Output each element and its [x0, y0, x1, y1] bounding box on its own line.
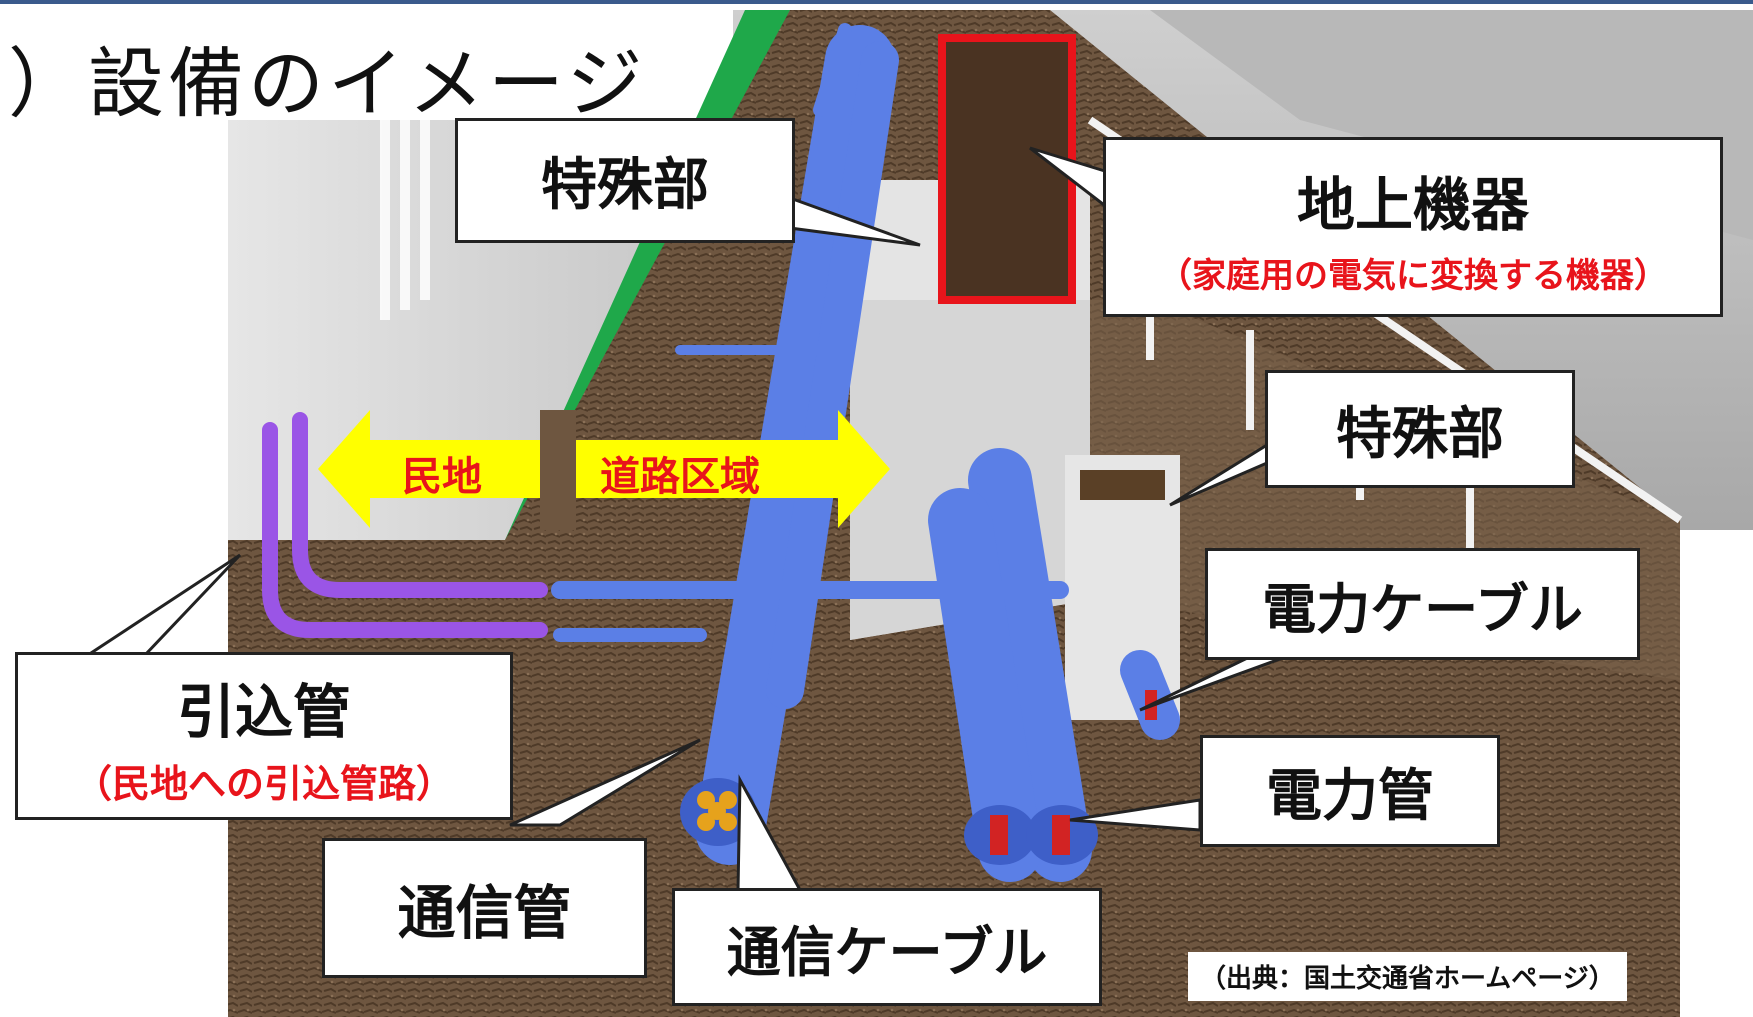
callout-comm-cable: 通信ケーブル — [672, 888, 1102, 1006]
label-intake-pipe: 引込管 — [176, 677, 351, 746]
blue-pipes — [551, 23, 1180, 882]
intake-pipes — [262, 412, 548, 638]
callout-special-section-top: 特殊部 — [455, 118, 795, 243]
callout-power-cable: 電力ケーブル — [1205, 548, 1640, 660]
callout-tails — [82, 146, 1321, 892]
label-intake-pipe-note: （民地への引込管路） — [73, 761, 454, 806]
label-special-section-right: 特殊部 — [1336, 401, 1504, 467]
label-ground-equipment: 地上機器 — [1296, 170, 1529, 239]
callout-power-pipe: 電力管 — [1200, 735, 1500, 847]
label-power-pipe: 電力管 — [1266, 763, 1434, 829]
callout-comm-pipe: 通信管 — [322, 838, 647, 978]
callout-ground-equipment: 地上機器 （家庭用の電気に変換する機器） — [1103, 137, 1723, 317]
page-title: ）設備のイメージ — [8, 39, 647, 128]
area-double-arrow — [318, 410, 890, 528]
label-private-land: 民地 — [402, 454, 482, 500]
source-credit: （出典：国土交通省ホームページ） — [1188, 952, 1627, 1001]
top-border — [0, 0, 1753, 4]
label-road-area: 道路区域 — [600, 454, 760, 500]
label-power-cable: 電力ケーブル — [1262, 577, 1583, 641]
callout-special-section-right: 特殊部 — [1265, 370, 1575, 488]
label-comm-pipe: 通信管 — [397, 879, 572, 947]
ground-equipment — [938, 34, 1076, 304]
label-special-section: 特殊部 — [541, 153, 709, 218]
arrow-divider — [540, 410, 576, 530]
label-comm-cable: 通信ケーブル — [726, 920, 1048, 984]
callout-intake-pipe: 引込管 （民地への引込管路） — [15, 652, 513, 820]
label-ground-equipment-note: （家庭用の電気に変換する機器） — [1158, 255, 1668, 296]
